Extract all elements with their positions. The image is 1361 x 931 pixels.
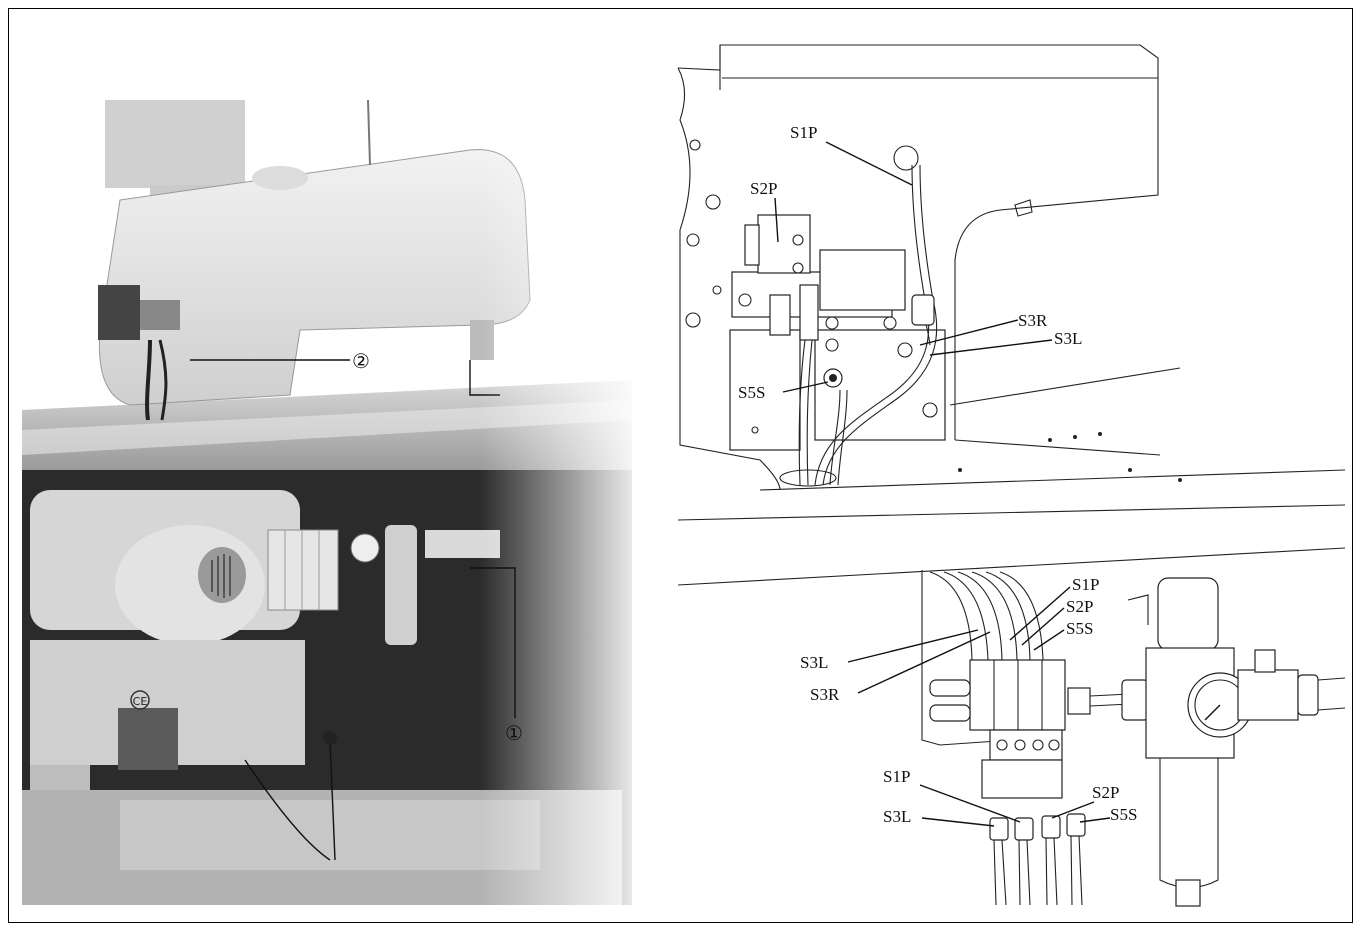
label-b-s2p-lower: S2P — [1092, 783, 1119, 802]
side-air-cylinder — [98, 285, 140, 340]
arm-left-outline — [677, 67, 781, 491]
motor-vent — [198, 547, 246, 603]
photo-pressure-gauge — [350, 533, 380, 563]
table-underside-edge — [677, 547, 1346, 586]
label-b-s1p: S1P — [1072, 575, 1099, 594]
label-s2p: S2P — [750, 179, 777, 198]
top-line-drawing: S1P S2P S3R S3L S5S — [677, 44, 1346, 521]
lever-rod — [329, 739, 336, 861]
manifold-connectors — [989, 729, 1063, 761]
thread-stand — [367, 99, 371, 166]
leader-s5s — [782, 381, 829, 393]
label-b-s3r: S3R — [810, 685, 840, 704]
loose-connectors — [989, 813, 1086, 906]
bobbin-winder-dial — [252, 166, 308, 190]
callout-2: ② — [352, 349, 370, 373]
bracket-plate-left — [729, 329, 801, 451]
leader-s3r — [919, 319, 1019, 346]
label-s1p: S1P — [790, 123, 817, 142]
filter-bowl — [1159, 758, 1219, 889]
leader-s1p — [825, 141, 913, 186]
label-s3l: S3L — [1054, 329, 1082, 348]
arm-outline — [677, 44, 1159, 440]
label-b-s5s-lower: S5S — [1110, 805, 1137, 824]
photo-filter-regulator — [385, 525, 417, 645]
label-b-s3l: S3L — [800, 653, 828, 672]
side-tubing — [145, 339, 152, 421]
photo-fade — [480, 20, 650, 910]
bed-line — [949, 367, 1181, 406]
label-b-s5s: S5S — [1066, 619, 1093, 638]
s2p-cylinder — [757, 214, 811, 274]
leader-s2p — [774, 197, 779, 243]
label-s5s: S5S — [738, 383, 765, 402]
table-edge-upper — [677, 504, 1346, 521]
side-tubing-2 — [158, 339, 168, 421]
tube-s1p — [814, 164, 930, 486]
tube-s2p — [798, 339, 806, 486]
regulator-cap — [1157, 577, 1219, 651]
valve-body — [819, 249, 906, 311]
fitting-s3 — [911, 294, 935, 326]
manifold-tubes — [929, 571, 1044, 661]
arm-slot — [1014, 199, 1033, 217]
lever-knob — [323, 731, 337, 745]
thread-guide-hole — [893, 145, 919, 171]
figure-frame — [8, 8, 1353, 923]
label-b-s2p: S2P — [1066, 597, 1093, 616]
table-edge — [759, 469, 1346, 491]
table-top-highlight — [22, 400, 632, 455]
label-b-s3l-lower: S3L — [883, 807, 911, 826]
leader-s3l — [929, 339, 1053, 356]
machine-photo: CE ② ① — [22, 20, 650, 910]
callout-1-leader — [470, 567, 516, 718]
label-b-s1p-lower: S1P — [883, 767, 910, 786]
label-s3r: S3R — [1018, 311, 1048, 330]
pedal-cable — [244, 759, 331, 861]
photo-valve-manifold — [267, 529, 339, 611]
ce-mark-ring — [130, 690, 150, 710]
side-valve-block — [140, 300, 180, 330]
crossbar-plate — [120, 800, 540, 870]
control-box-label-plate — [118, 708, 178, 770]
head-top-box — [105, 100, 245, 188]
bottom-line-drawing: S1P S2P S5S S3L S3R S1P S2P S5S S3L — [677, 547, 1346, 907]
table-tube-hole — [779, 469, 837, 487]
air-inlet-block — [1237, 669, 1299, 721]
tube-s5s — [829, 389, 841, 486]
mounting-plate — [921, 570, 1013, 746]
bed-line-2 — [954, 439, 1161, 456]
ce-mark: CE — [133, 695, 148, 708]
callout-1: ① — [505, 721, 523, 745]
